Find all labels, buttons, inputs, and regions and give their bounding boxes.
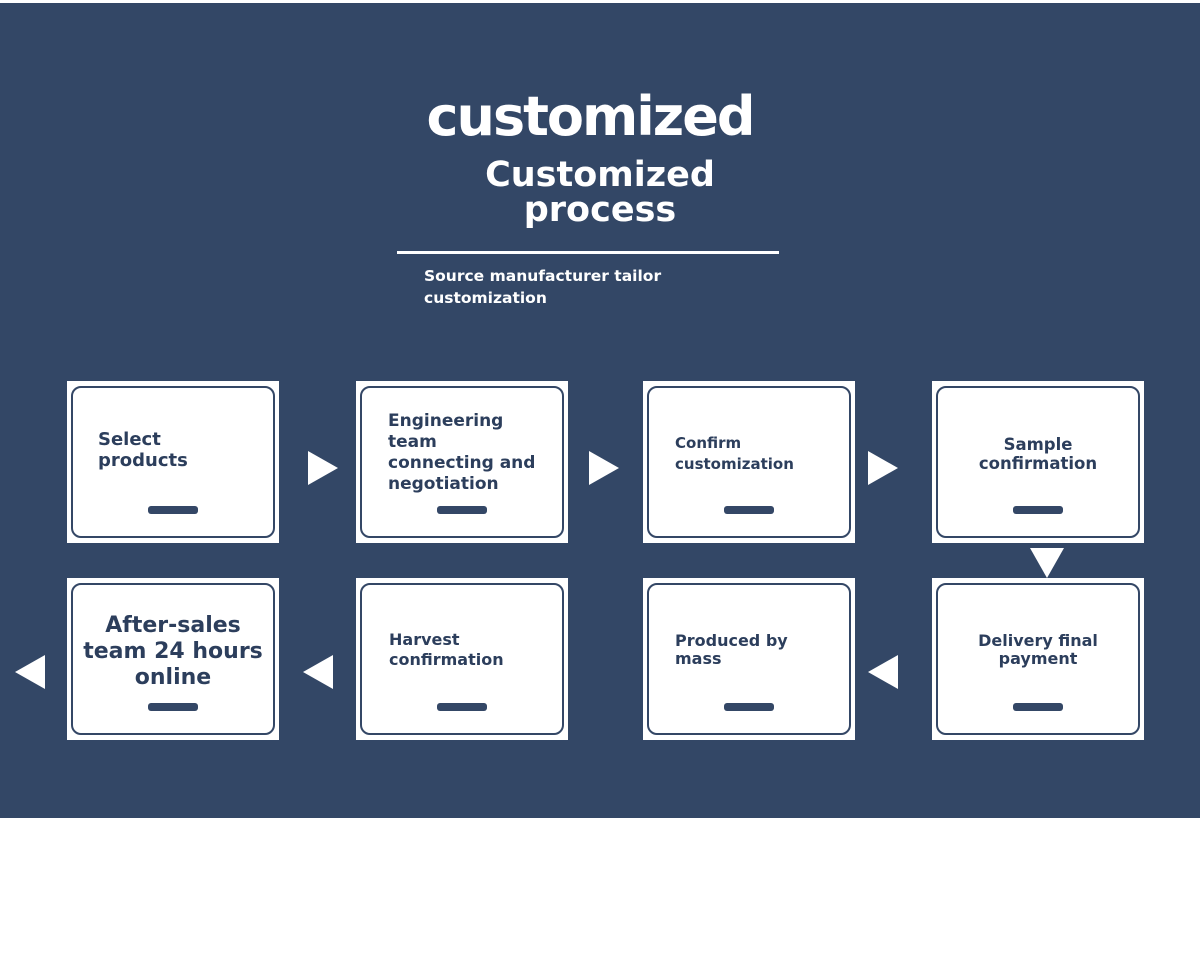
header-title-main: Customized process xyxy=(485,155,715,230)
title-divider xyxy=(397,251,779,254)
step-card-delivery-final-payment: Delivery final payment xyxy=(932,578,1144,740)
step-card-frame: Engineering team connecting and negotiat… xyxy=(360,386,564,538)
step-card-engineering: Engineering team connecting and negotiat… xyxy=(356,381,568,543)
step-bar xyxy=(148,506,198,514)
step-card-confirm-customization: Confirm customization xyxy=(643,381,855,543)
step-label: Confirm customization xyxy=(675,434,794,473)
step-bar xyxy=(437,506,487,514)
step-label: After-sales team 24 hours online xyxy=(83,613,263,690)
arrow-left-icon xyxy=(868,655,898,689)
step-bar xyxy=(148,703,198,711)
arrow-right-icon xyxy=(868,451,898,485)
step-label: Produced by mass xyxy=(675,631,788,668)
arrow-right-icon xyxy=(308,451,338,485)
arrow-left-icon xyxy=(15,655,45,689)
step-label: Select products xyxy=(98,429,188,471)
step-card-produced-by-mass: Produced by mass xyxy=(643,578,855,740)
step-card-sample-confirmation: Sample confirmation xyxy=(932,381,1144,543)
step-bar xyxy=(1013,506,1063,514)
step-bar xyxy=(1013,703,1063,711)
step-bar xyxy=(437,703,487,711)
step-card-frame: Delivery final payment xyxy=(936,583,1140,735)
step-label: Sample confirmation xyxy=(978,435,1098,473)
step-card-frame: After-sales team 24 hours online xyxy=(71,583,275,735)
process-banner: customized Customized process Source man… xyxy=(0,3,1200,818)
step-card-frame: Harvest confirmation xyxy=(360,583,564,735)
arrow-left-icon xyxy=(303,655,333,689)
arrow-down-icon xyxy=(1030,548,1064,578)
step-card-frame: Select products xyxy=(71,386,275,538)
step-label: Harvest confirmation xyxy=(389,630,504,669)
header-subtitle: Source manufacturer tailor customization xyxy=(424,267,662,307)
step-label: Delivery final payment xyxy=(978,631,1098,668)
step-bar xyxy=(724,506,774,514)
step-card-frame: Produced by mass xyxy=(647,583,851,735)
header-title-top: customized xyxy=(426,85,756,148)
step-card-select-products: Select products xyxy=(67,381,279,543)
step-bar xyxy=(724,703,774,711)
step-card-frame: Sample confirmation xyxy=(936,386,1140,538)
step-card-frame: Confirm customization xyxy=(647,386,851,538)
arrow-right-icon xyxy=(589,451,619,485)
step-label: Engineering team connecting and negotiat… xyxy=(388,411,536,494)
step-card-after-sales: After-sales team 24 hours online xyxy=(67,578,279,740)
step-card-harvest-confirmation: Harvest confirmation xyxy=(356,578,568,740)
